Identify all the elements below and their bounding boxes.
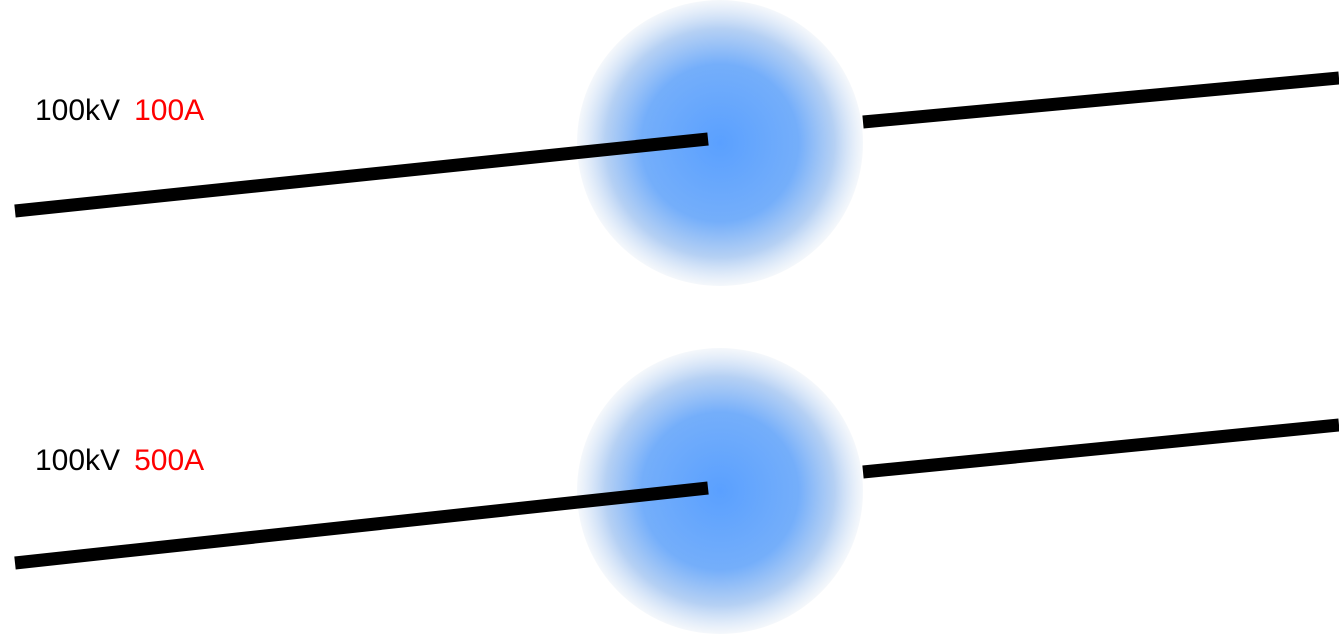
current-value: 500A — [134, 444, 205, 477]
output-wire-bottom — [862, 418, 1339, 479]
current-value: 100A — [134, 94, 205, 127]
input-wire-bottom — [14, 481, 709, 570]
power-label-bottom: 100kV 500A — [35, 443, 204, 479]
load-sphere-top — [577, 0, 863, 286]
voltage-value: 100kV — [35, 444, 121, 477]
row-bottom-diagram — [14, 348, 1339, 634]
power-label-top: 100kV 100A — [35, 93, 204, 129]
load-sphere-bottom — [577, 348, 863, 634]
output-wire-top — [862, 71, 1339, 129]
voltage-value: 100kV — [35, 94, 121, 127]
row-top-diagram — [14, 0, 1339, 286]
input-wire-top — [14, 132, 709, 218]
